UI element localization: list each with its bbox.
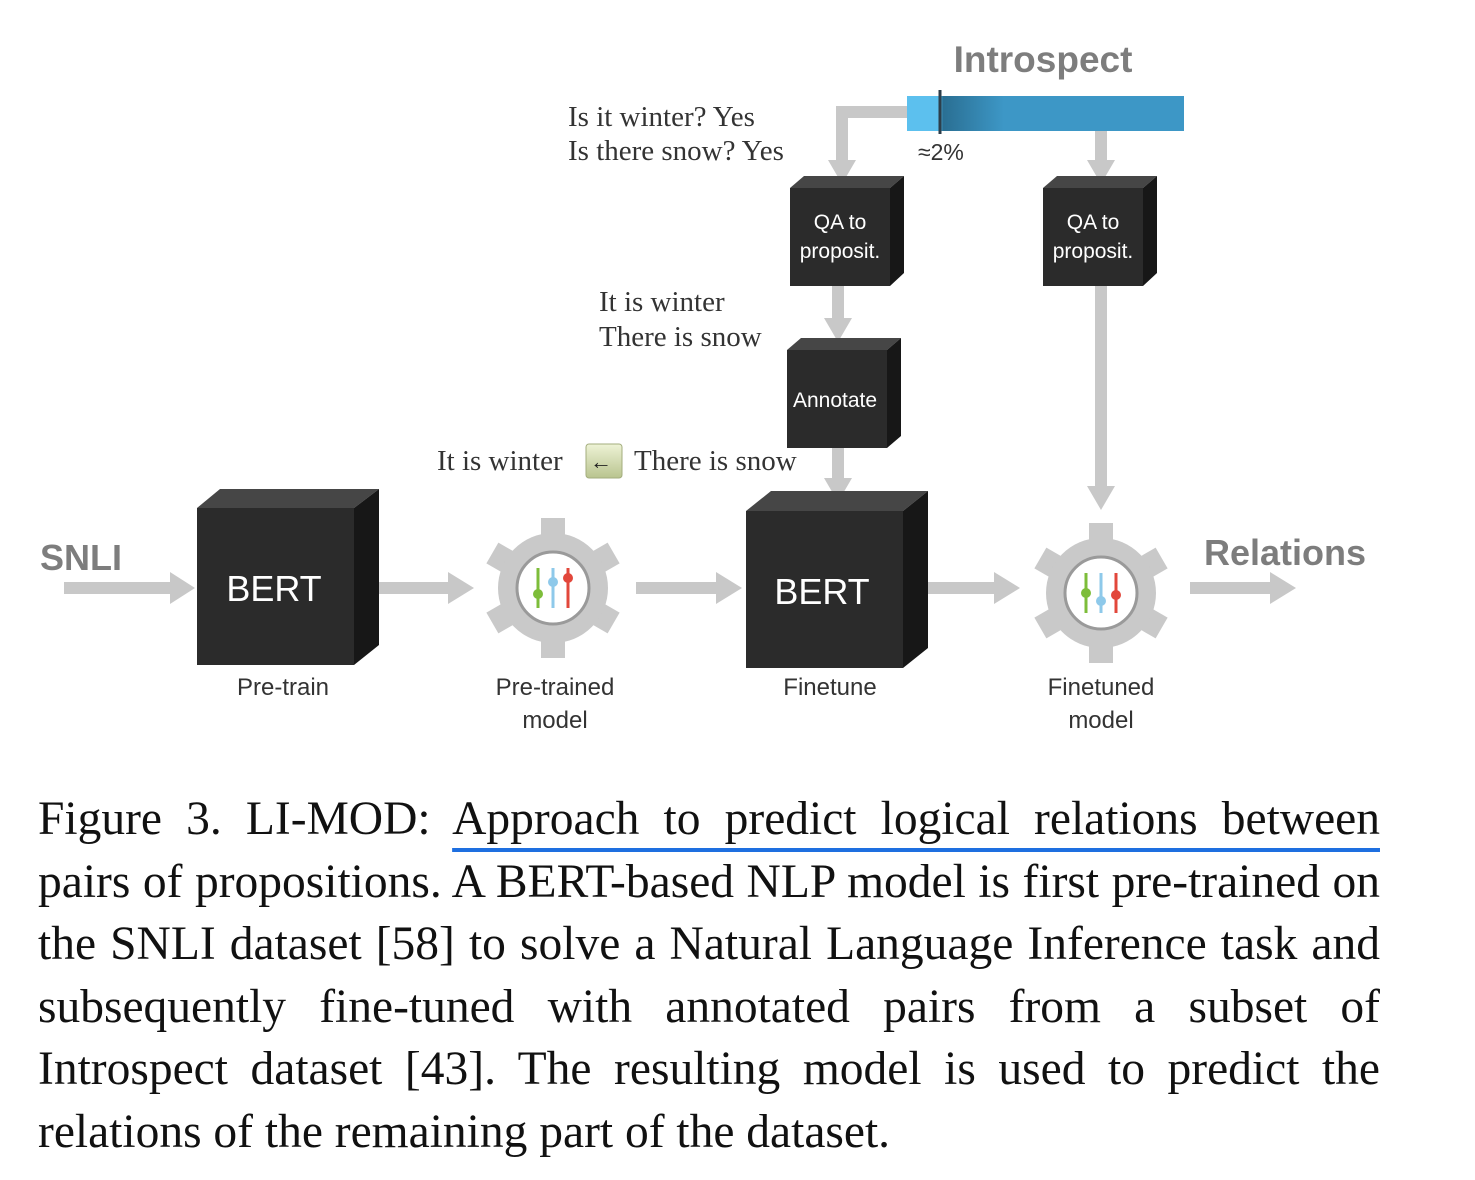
finetune-caption: Finetune xyxy=(783,674,876,701)
li-mod-diagram: Introspect ≈2% Is it winter? Yes Is ther… xyxy=(40,39,1366,734)
arrow-qa-to-annotate xyxy=(824,286,852,342)
flow-arrows xyxy=(64,106,1296,604)
figure-caption: Figure 3. LI-MOD: Approach to predict lo… xyxy=(38,788,1380,1163)
arrow-bert-to-model xyxy=(370,572,474,604)
arrow-snli-to-bert xyxy=(64,572,195,604)
pretrained-model-caption-1: Pre-trained xyxy=(496,674,615,701)
arrow-model-to-finetune xyxy=(636,572,742,604)
qa-question-2: Is there snow? Yes xyxy=(568,135,784,167)
bert-pretrain-label: BERT xyxy=(226,568,321,609)
arrow-finetune-to-model xyxy=(914,572,1020,604)
annotate-label: Annotate xyxy=(793,389,877,412)
proposition-1: It is winter xyxy=(599,286,725,318)
arrow-bar-to-qa-left xyxy=(828,106,907,184)
relation-symbol-icon: ← xyxy=(590,449,612,474)
pair-left: It is winter xyxy=(437,445,563,477)
annotate-box: Annotate xyxy=(787,338,901,448)
pretrain-caption: Pre-train xyxy=(237,674,329,701)
arrow-bar-to-qa-right xyxy=(1087,131,1115,184)
percent-label: ≈2% xyxy=(918,139,964,165)
introspect-bar xyxy=(907,96,1184,131)
caption-highlight: Approach to predict logical relations be… xyxy=(452,793,1380,845)
snli-label: SNLI xyxy=(40,537,122,578)
caption-body: pairs of propositions. A BERT-based NLP … xyxy=(38,855,1380,1158)
qa-box-right-line-1: QA to xyxy=(1067,211,1120,234)
arrow-annotate-to-finetune xyxy=(824,448,852,502)
bert-finetune-box: BERT xyxy=(746,491,928,668)
pretrained-model-caption-2: model xyxy=(522,707,587,734)
finetuned-model-caption-2: model xyxy=(1068,707,1133,734)
finetuned-model-caption-1: Finetuned xyxy=(1048,674,1155,701)
qa-box-left-line-1: QA to xyxy=(814,211,867,234)
qa-box-left-line-2: proposit. xyxy=(800,240,881,263)
pretrained-model-gear-icon xyxy=(486,518,620,658)
qa-box-right: QA to proposit. xyxy=(1043,176,1157,286)
qa-question-1: Is it winter? Yes xyxy=(568,101,755,133)
pair-right: There is snow xyxy=(634,445,797,477)
bert-pretrain-box: BERT xyxy=(197,489,379,665)
relations-label: Relations xyxy=(1204,532,1366,573)
relation-key: ← xyxy=(585,443,623,479)
proposition-2: There is snow xyxy=(599,321,762,353)
bert-finetune-label: BERT xyxy=(774,571,869,612)
caption-prefix: Figure 3. LI-MOD: xyxy=(38,793,453,845)
introspect-label: Introspect xyxy=(954,39,1133,80)
arrow-to-relations xyxy=(1190,572,1296,604)
qa-box-left: QA to proposit. xyxy=(790,176,904,286)
arrow-qa-right-to-model xyxy=(1087,286,1115,510)
qa-box-right-line-2: proposit. xyxy=(1053,240,1134,263)
finetuned-model-gear-icon xyxy=(1034,523,1168,663)
